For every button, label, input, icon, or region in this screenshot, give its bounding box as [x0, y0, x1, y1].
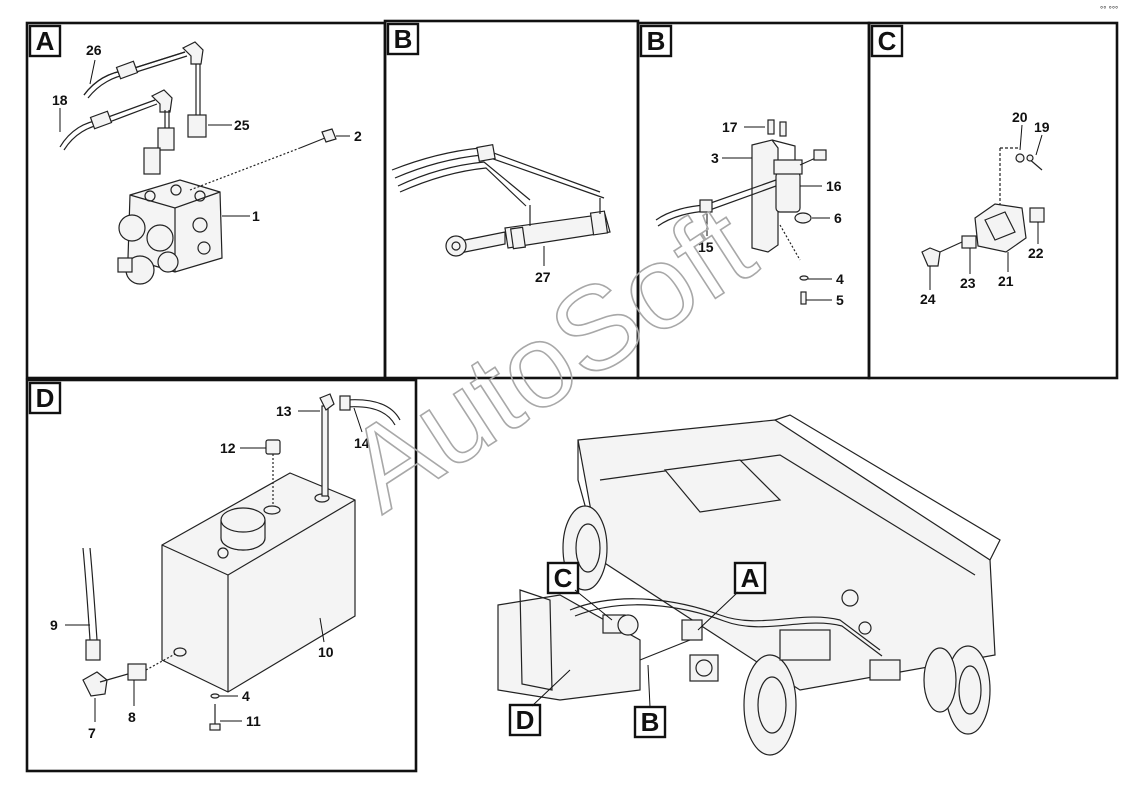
- label-10: 10: [318, 644, 334, 660]
- svg-text:B: B: [641, 707, 660, 737]
- label-14: 14: [354, 435, 370, 451]
- panel-a-letter: A: [28, 24, 62, 58]
- panel-c-frame: [867, 21, 1119, 380]
- svg-text:A: A: [741, 563, 760, 593]
- panel-d-drawing: 13 14 12 9 10 4 8 11 7: [50, 393, 401, 741]
- panel-c-drawing: 20 19 22 24 23 21: [920, 109, 1050, 307]
- label-18: 18: [52, 92, 68, 108]
- label-4: 4: [836, 271, 844, 287]
- label-4-d: 4: [242, 688, 250, 704]
- label-7: 7: [88, 725, 96, 741]
- svg-text:B: B: [647, 26, 666, 56]
- svg-text:D: D: [36, 383, 55, 413]
- label-11: 11: [246, 713, 261, 729]
- label-1: 1: [252, 208, 260, 224]
- label-13: 13: [276, 403, 292, 419]
- panel-b2-letter: B: [639, 24, 673, 58]
- label-3: 3: [711, 150, 719, 166]
- panel-b2-drawing: 17 3 16 6 15 4 5: [655, 119, 844, 308]
- corner-mark: °° °°°: [1100, 5, 1118, 14]
- label-26: 26: [86, 42, 102, 58]
- label-23: 23: [960, 275, 976, 291]
- panel-d-letter: D: [28, 381, 62, 415]
- svg-text:C: C: [878, 26, 897, 56]
- label-5: 5: [836, 292, 844, 308]
- svg-text:C: C: [554, 563, 573, 593]
- label-24: 24: [920, 291, 936, 307]
- machine-overview: C A D B: [497, 414, 1001, 756]
- label-2: 2: [354, 128, 362, 144]
- label-20: 20: [1012, 109, 1028, 125]
- label-27: 27: [535, 269, 551, 285]
- callout-b: B: [633, 664, 667, 739]
- callout-c: C: [546, 561, 613, 621]
- label-25: 25: [234, 117, 250, 133]
- label-12: 12: [220, 440, 236, 456]
- label-22: 22: [1028, 245, 1044, 261]
- callout-a: A: [697, 561, 767, 631]
- label-15: 15: [698, 239, 714, 255]
- panel-d-frame: [25, 378, 418, 773]
- label-16: 16: [826, 178, 842, 194]
- svg-text:A: A: [36, 26, 55, 56]
- label-17: 17: [722, 119, 738, 135]
- callout-d: D: [508, 669, 571, 737]
- label-19: 19: [1034, 119, 1050, 135]
- svg-text:B: B: [394, 24, 413, 54]
- panel-a-drawing: 26 18 25 2 1: [52, 41, 362, 285]
- label-9: 9: [50, 617, 58, 633]
- label-6: 6: [834, 210, 842, 226]
- label-21: 21: [998, 273, 1014, 289]
- panel-b1-drawing: 27: [391, 144, 611, 285]
- panel-c-letter: C: [870, 24, 904, 58]
- panel-b1-letter: B: [386, 22, 420, 56]
- svg-text:D: D: [516, 705, 535, 735]
- label-8: 8: [128, 709, 136, 725]
